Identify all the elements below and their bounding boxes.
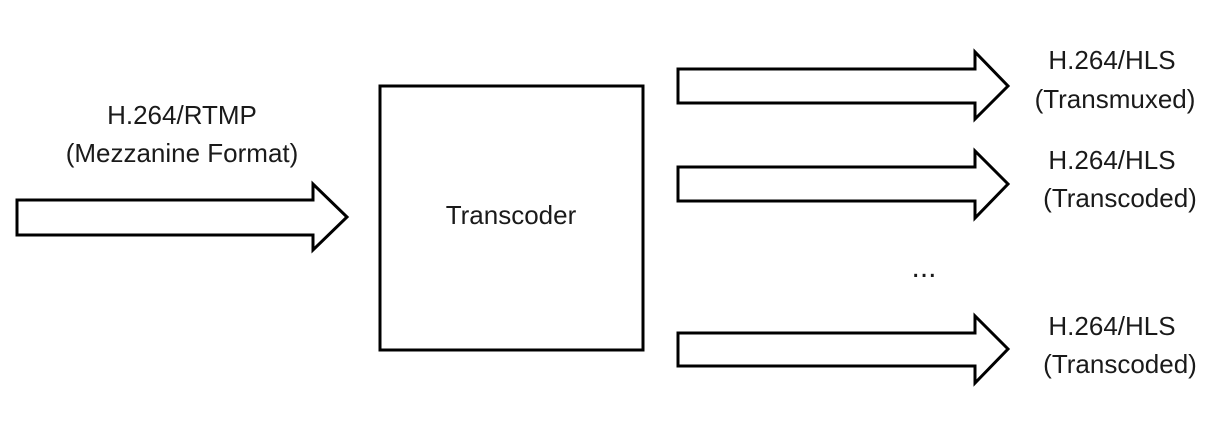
output-1-label-line1: H.264/HLS bbox=[1048, 45, 1175, 75]
input-arrow bbox=[15, 180, 350, 254]
output-arrow-2 bbox=[676, 147, 1011, 222]
output-1-label-line2: (Transmuxed) bbox=[1035, 84, 1196, 114]
output-3-label-line1: H.264/HLS bbox=[1048, 311, 1175, 341]
transcoder-box bbox=[378, 84, 645, 352]
output-3-label-line2: (Transcoded) bbox=[1043, 349, 1197, 379]
output-2-label-line1: H.264/HLS bbox=[1048, 145, 1175, 175]
output-arrow-3 bbox=[676, 312, 1011, 387]
transcoder-label: Transcoder bbox=[446, 200, 577, 230]
input-label-line2: (Mezzanine Format) bbox=[66, 138, 299, 168]
more-outputs-ellipsis: ... bbox=[911, 251, 936, 284]
output-2-label-line2: (Transcoded) bbox=[1043, 183, 1197, 213]
input-label-line1: H.264/RTMP bbox=[107, 100, 257, 130]
output-arrow-1 bbox=[676, 48, 1011, 123]
